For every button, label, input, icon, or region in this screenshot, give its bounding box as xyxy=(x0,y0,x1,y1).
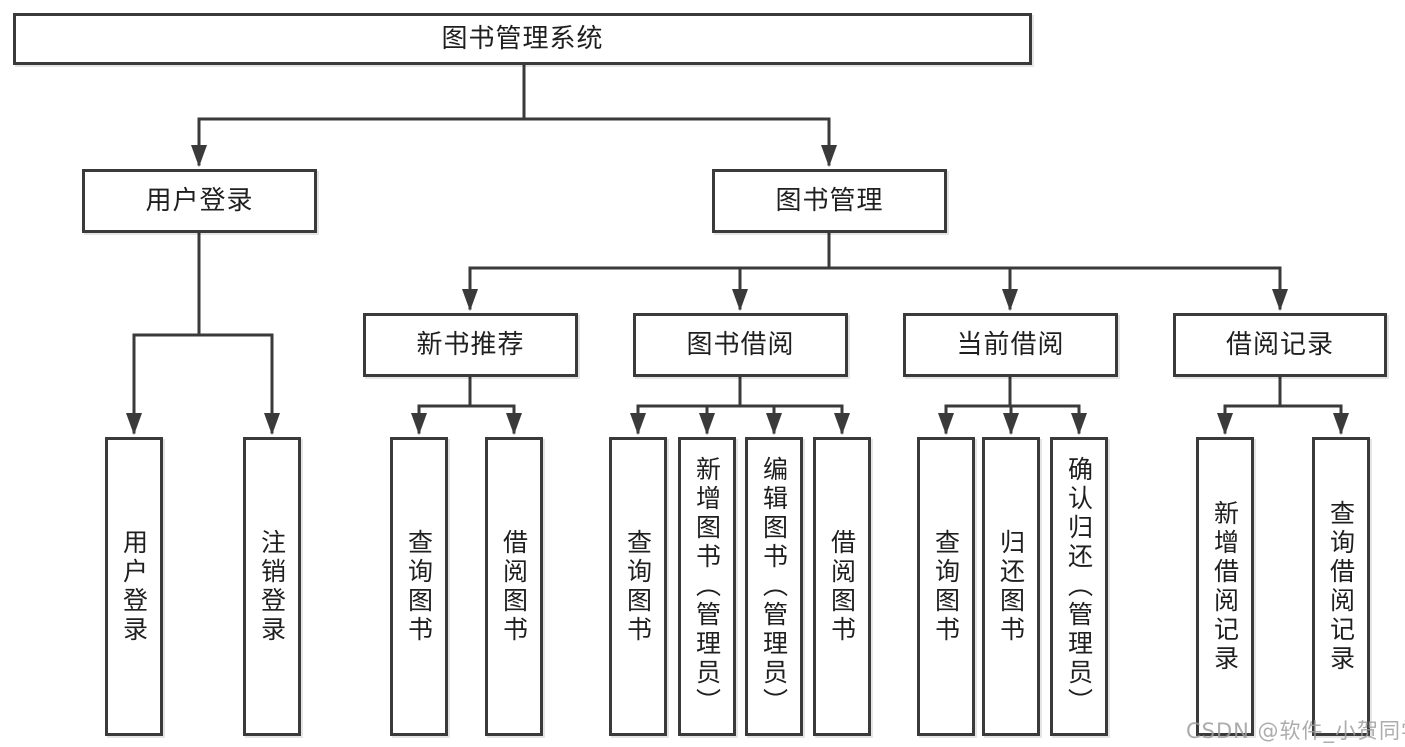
leaf-confirm-return-admin-label: 确认归还（管理员） xyxy=(1064,456,1094,717)
leaf-edit-book-admin: 编辑图书（管理员） xyxy=(745,437,803,736)
leaf-confirm-return-admin: 确认归还（管理员） xyxy=(1050,437,1108,736)
node-current-borrow: 当前借阅 xyxy=(903,313,1118,377)
leaf-add-book-admin-label: 新增图书（管理员） xyxy=(692,456,722,717)
node-book-borrow-label: 图书借阅 xyxy=(686,330,795,360)
leaf-borrow-borrow-book: 借阅图书 xyxy=(813,437,871,736)
edge-current-borrow-children xyxy=(938,375,1087,435)
leaf-borrow-query-book: 查询图书 xyxy=(609,437,667,736)
leaf-edit-book-admin-label: 编辑图书（管理员） xyxy=(759,456,789,717)
leaf-newbook-query-book-label: 查询图书 xyxy=(404,528,434,645)
node-book-mgmt-label: 图书管理 xyxy=(775,186,884,216)
leaf-newbook-borrow-book-label: 借阅图书 xyxy=(499,528,529,645)
node-borrow-records-label: 借阅记录 xyxy=(1225,330,1334,360)
leaf-borrow-query-book-label: 查询图书 xyxy=(623,528,653,645)
leaf-user-login-label: 用户登录 xyxy=(119,528,149,645)
leaf-return-book: 归还图书 xyxy=(982,437,1040,736)
node-book-mgmt: 图书管理 xyxy=(712,169,947,233)
node-root: 图书管理系统 xyxy=(13,13,1032,65)
node-current-borrow-label: 当前借阅 xyxy=(956,330,1065,360)
edge-borrow-records-children xyxy=(1217,375,1349,435)
leaf-current-query-book-label: 查询图书 xyxy=(931,528,961,645)
node-new-book-recommend: 新书推荐 xyxy=(363,313,578,377)
leaf-add-borrow-record: 新增借阅记录 xyxy=(1196,437,1254,736)
leaf-return-book-label: 归还图书 xyxy=(996,528,1026,645)
node-borrow-records: 借阅记录 xyxy=(1173,313,1387,377)
leaf-current-query-book: 查询图书 xyxy=(917,437,975,736)
leaf-query-borrow-record-label: 查询借阅记录 xyxy=(1326,499,1356,674)
leaf-query-borrow-record: 查询借阅记录 xyxy=(1312,437,1370,736)
node-new-book-recommend-label: 新书推荐 xyxy=(416,330,525,360)
node-user-login-label: 用户登录 xyxy=(145,186,254,216)
node-root-label: 图书管理系统 xyxy=(441,24,604,54)
edge-new-book-children xyxy=(411,375,522,435)
leaf-newbook-query-book: 查询图书 xyxy=(390,437,448,736)
edge-root-to-level2 xyxy=(191,63,837,167)
leaf-add-borrow-record-label: 新增借阅记录 xyxy=(1210,499,1240,674)
edge-user-login-children xyxy=(126,231,280,435)
leaf-user-login: 用户登录 xyxy=(105,437,163,736)
leaf-newbook-borrow-book: 借阅图书 xyxy=(485,437,543,736)
node-book-borrow: 图书借阅 xyxy=(633,313,848,377)
leaf-logout: 注销登录 xyxy=(243,437,301,736)
leaf-add-book-admin: 新增图书（管理员） xyxy=(678,437,736,736)
watermark: CSDN @软件_小贺同学 xyxy=(1186,719,1405,743)
leaf-logout-label: 注销登录 xyxy=(257,528,287,645)
edge-book-borrow-children xyxy=(630,375,850,435)
node-user-login: 用户登录 xyxy=(82,169,317,233)
edge-book-mgmt-children xyxy=(462,231,1288,311)
leaf-borrow-borrow-book-label: 借阅图书 xyxy=(827,528,857,645)
